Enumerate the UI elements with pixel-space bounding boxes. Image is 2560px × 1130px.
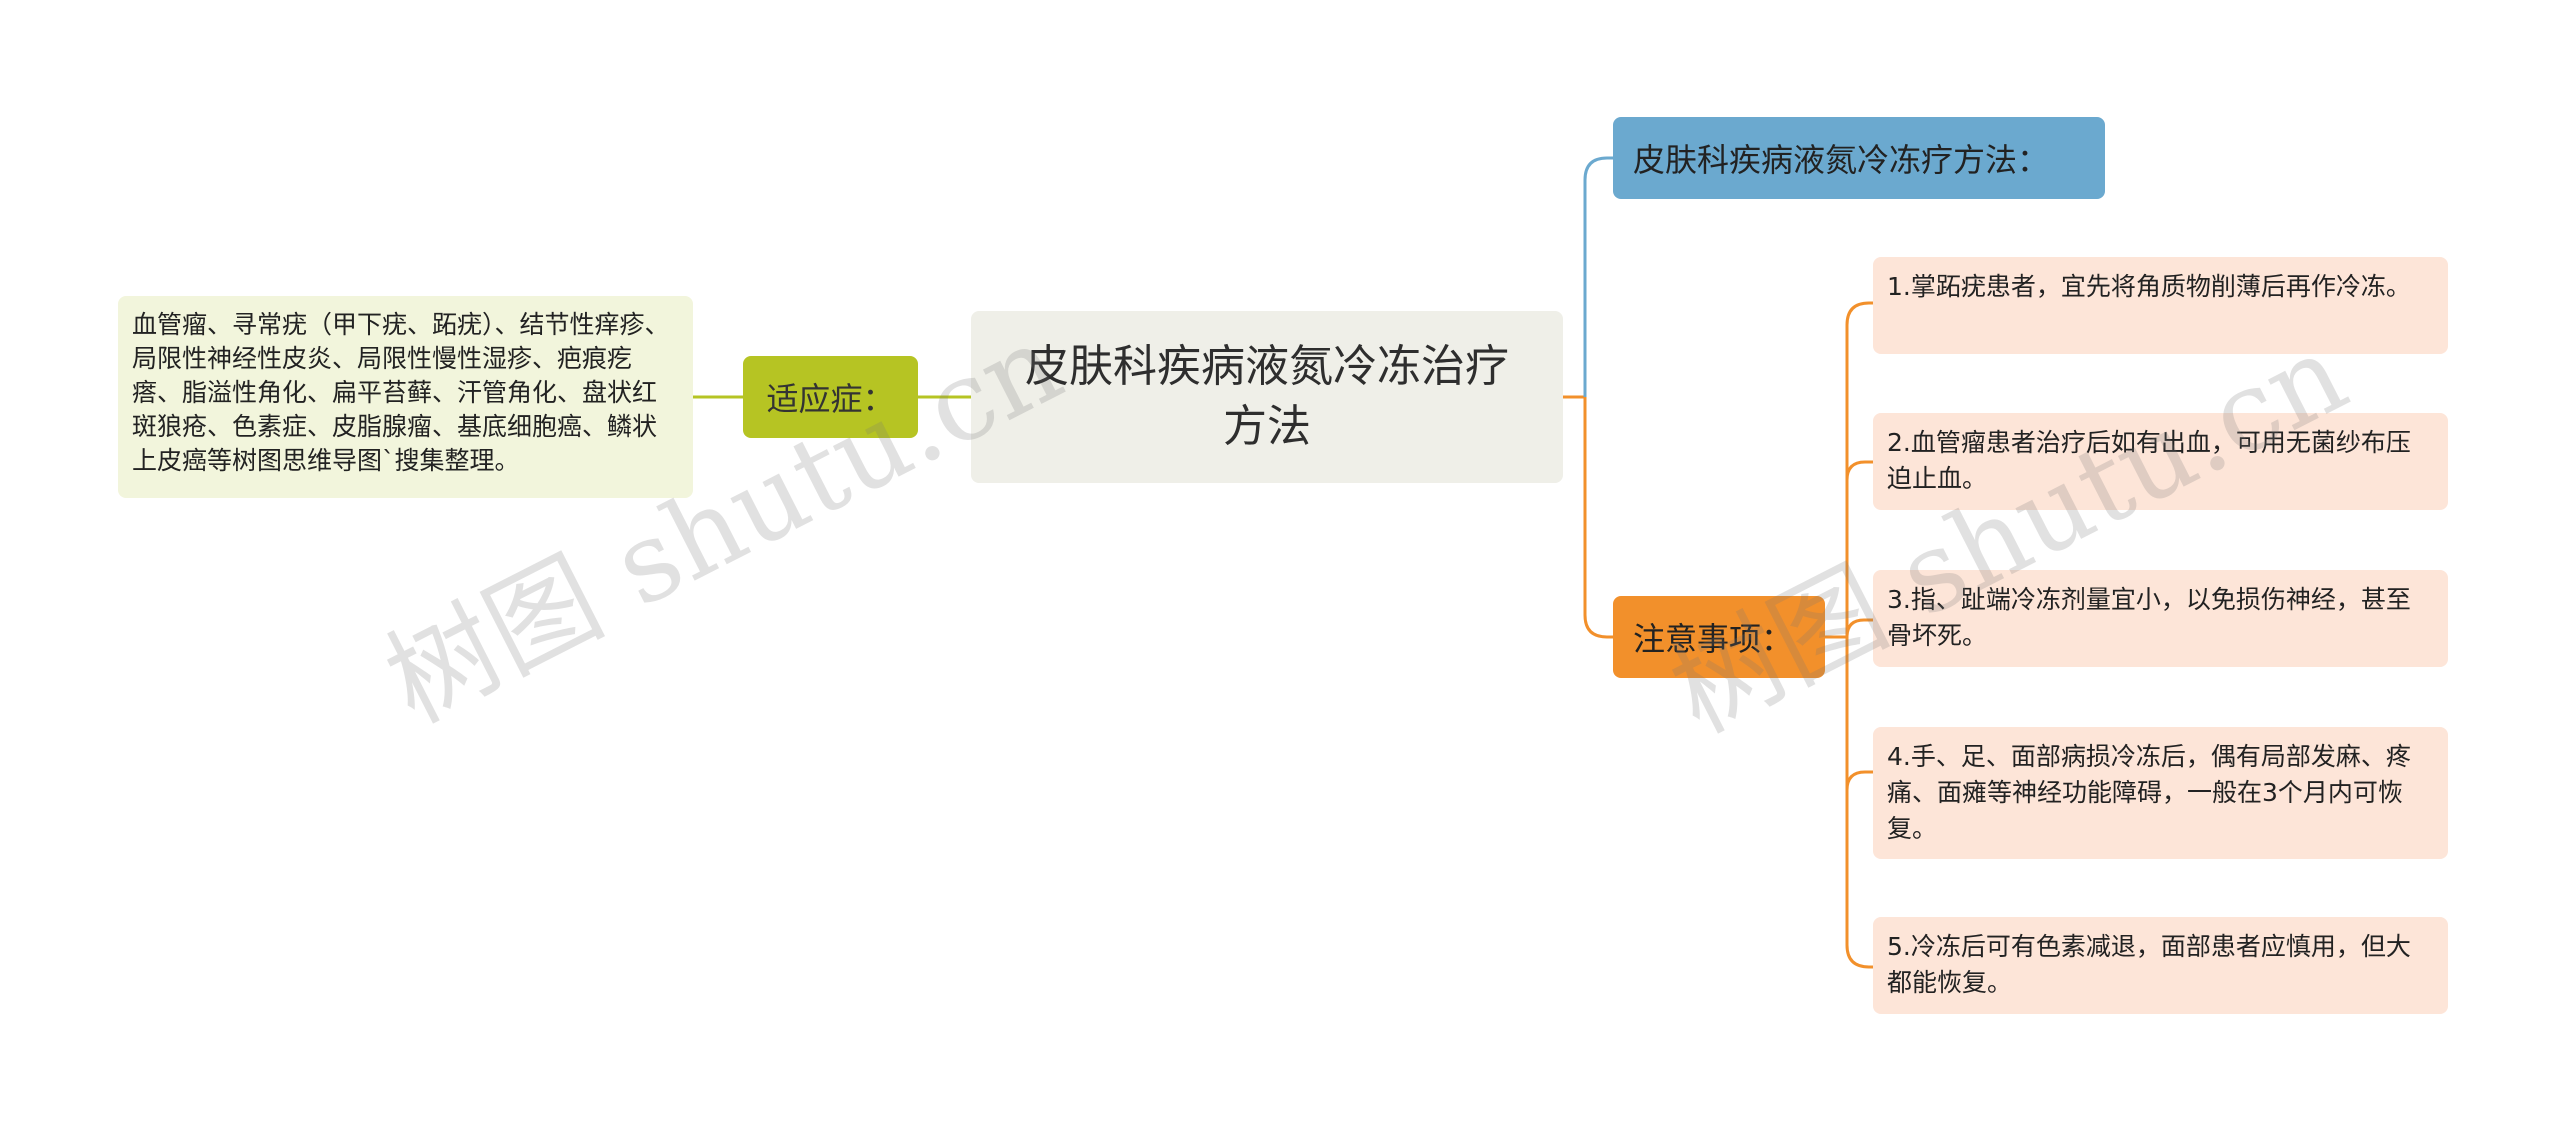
indications-text[interactable]: 血管瘤、寻常疣（甲下疣、跖疣）、结节性痒疹、局限性神经性皮炎、局限性慢性湿疹、疤…: [118, 296, 693, 498]
central-topic[interactable]: 皮肤科疾病液氮冷冻治疗方法: [971, 311, 1563, 483]
note-item-5[interactable]: 5.冷冻后可有色素减退，面部患者应慎用，但大都能恢复。: [1873, 917, 2448, 1014]
connector-central-methods: [1583, 156, 1613, 397]
connector-central-notes: [1583, 397, 1613, 639]
methods-label[interactable]: 皮肤科疾病液氮冷冻疗方法：: [1613, 117, 2105, 199]
connector-note-3: [1845, 618, 1873, 638]
connector-notes-trunk: [1845, 301, 1873, 969]
connector-note-4: [1845, 770, 1873, 791]
note-item-2[interactable]: 2.血管瘤患者治疗后如有出血，可用无菌纱布压迫止血。: [1873, 413, 2448, 510]
connector-note-2: [1845, 460, 1873, 481]
note-item-1[interactable]: 1.掌跖疣患者，宜先将角质物削薄后再作冷冻。: [1873, 257, 2448, 354]
notes-label[interactable]: 注意事项：: [1613, 596, 1825, 678]
note-item-3[interactable]: 3.指、趾端冷冻剂量宜小，以免损伤神经，甚至骨坏死。: [1873, 570, 2448, 667]
note-item-4[interactable]: 4.手、足、面部病损冷冻后，偶有局部发麻、疼痛、面瘫等神经功能障碍，一般在3个月…: [1873, 727, 2448, 859]
indications-label[interactable]: 适应症：: [743, 356, 918, 438]
